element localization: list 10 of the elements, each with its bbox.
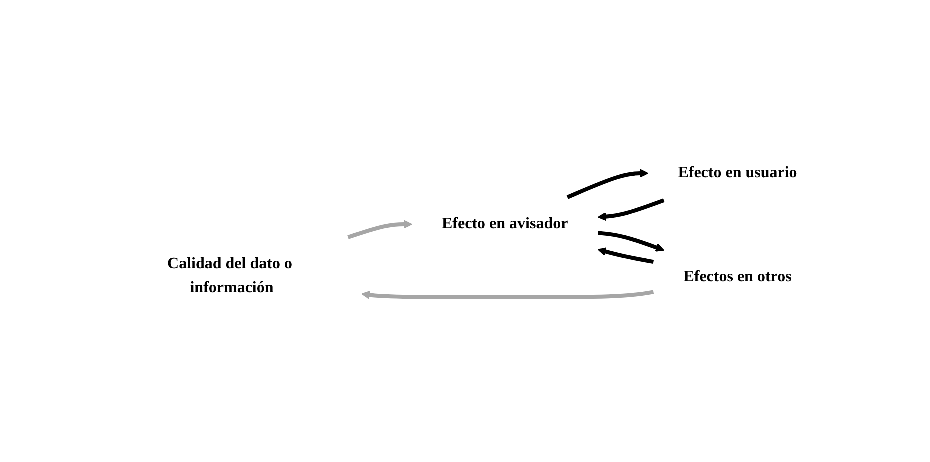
arrow — [362, 290, 654, 300]
arrow — [598, 198, 666, 222]
arrow — [598, 231, 665, 252]
arrow — [598, 248, 654, 264]
node-text: Efecto en avisador — [442, 216, 569, 232]
arrow — [567, 169, 649, 200]
node-text: Efecto en usuario — [678, 164, 798, 182]
node-text: Calidad del dato o información — [168, 256, 293, 296]
arrow — [348, 220, 413, 240]
node-text: Efectos en otros — [684, 268, 792, 286]
